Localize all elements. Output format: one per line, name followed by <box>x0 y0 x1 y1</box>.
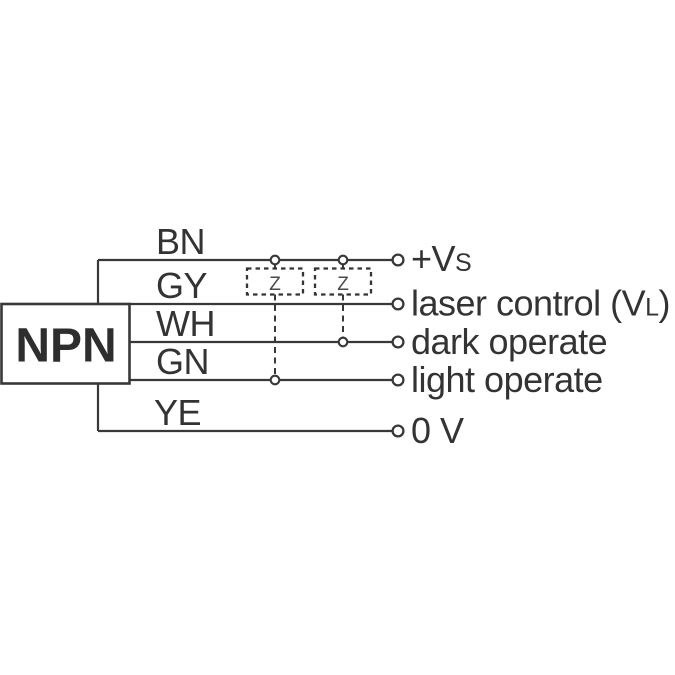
terminal-circle-0v <box>391 424 405 438</box>
impedance-label-1: Z <box>269 274 281 295</box>
device-label: NPN <box>15 320 116 373</box>
device: NPN <box>0 302 131 385</box>
terminal-label-dark-operate: dark operate <box>411 321 607 362</box>
impedance-network: Z Z <box>245 260 373 375</box>
terminal-circle-light-operate <box>391 373 405 387</box>
terminal-label-0v: 0 V <box>411 410 464 451</box>
laser-control-main: laser control (V <box>411 283 646 324</box>
junction-dots <box>269 254 349 386</box>
dark-operate-main: dark operate <box>411 321 607 362</box>
junction-dot-gn-z1 <box>269 374 281 386</box>
light-operate-main: light operate <box>411 359 603 400</box>
wire-label-ye: YE <box>154 392 201 433</box>
wire-label-wh: WH <box>156 303 215 344</box>
wires <box>96 258 392 433</box>
0v-main: 0 V <box>411 410 464 451</box>
terminal-circle-dark-operate <box>391 335 405 349</box>
junction-dot-bn-z2 <box>337 254 349 266</box>
junction-dot-wh-z2 <box>337 336 349 348</box>
vs-subscript: S <box>455 249 471 277</box>
device-box <box>0 302 131 385</box>
wire-code-labels: BN GY WH GN YE <box>154 221 215 433</box>
terminal-circle-laser-control <box>391 297 405 311</box>
terminal-label-vs: +VS <box>411 238 471 279</box>
terminal-circle-vs <box>391 253 405 267</box>
laser-control-subscript: L <box>645 294 659 322</box>
terminal-labels: +VS laser control (VL) dark operate ligh… <box>411 238 671 451</box>
wire-label-gy: GY <box>156 265 208 306</box>
terminals <box>391 253 405 438</box>
wire-label-gn: GN <box>156 341 209 382</box>
impedance-box-2 <box>313 267 373 296</box>
junction-dot-bn-z1 <box>269 254 281 266</box>
terminal-label-light-operate: light operate <box>411 359 603 400</box>
terminal-label-laser-control: laser control (VL) <box>411 283 670 324</box>
vs-main: +V <box>411 238 456 279</box>
wire-label-bn: BN <box>156 221 205 262</box>
impedance-label-2: Z <box>337 274 349 295</box>
laser-control-end: ) <box>659 283 671 324</box>
impedance-box-1 <box>245 267 305 296</box>
